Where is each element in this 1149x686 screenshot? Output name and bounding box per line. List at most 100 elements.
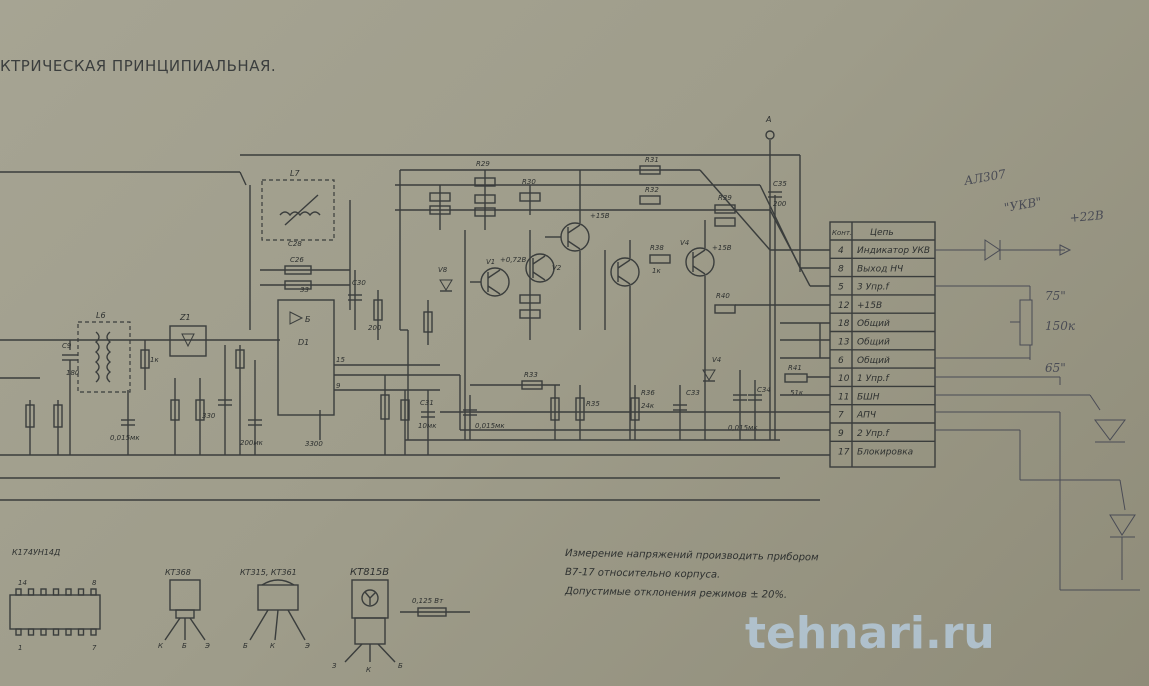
lower-middle: C31 10мк <box>380 375 437 455</box>
c30-r24: C30 200 <box>348 270 383 340</box>
table-row-name: Общий <box>857 319 890 329</box>
handwritten-r-top: 75" <box>1045 289 1066 303</box>
r28-r30: R29 R30 R31 R32 <box>429 156 661 230</box>
svg-text:10мк: 10мк <box>418 422 437 430</box>
table-row-pin: 8 <box>838 264 844 274</box>
table-header-circuit: Цепь <box>870 228 894 238</box>
ic-pin <box>40 628 47 636</box>
ic-pin <box>40 588 47 596</box>
table-row-pin: 18 <box>838 319 850 329</box>
svg-text:КТ315, КТ361: КТ315, КТ361 <box>240 568 297 577</box>
svg-text:R36: R36 <box>641 389 655 397</box>
svg-text:Допустимые отклонения режимов: Допустимые отклонения режимов ± 20%. <box>564 586 787 601</box>
svg-text:C9: C9 <box>62 342 72 350</box>
transistor-v1: V1 +0,72В <box>464 230 526 440</box>
svg-text:R30: R30 <box>522 178 536 186</box>
table-row-pin: 17 <box>838 447 850 457</box>
svg-text:З: З <box>332 662 337 670</box>
svg-text:Б: Б <box>182 642 187 650</box>
svg-text:R38: R38 <box>650 244 664 252</box>
svg-text:0,015мк: 0,015мк <box>728 424 758 432</box>
svg-text:0,015мк: 0,015мк <box>475 422 505 430</box>
svg-text:V8: V8 <box>438 266 448 274</box>
svg-text:C34: C34 <box>757 386 771 394</box>
svg-text:D1: D1 <box>298 338 309 347</box>
resistor-power-label: 0,125 Вт <box>400 597 470 617</box>
handwritten-r-bottom: 65" <box>1045 361 1066 375</box>
pinout-kt315: КТ315, КТ361 Б К Э <box>240 568 310 650</box>
svg-text:8: 8 <box>92 579 97 587</box>
page-title: КТРИЧЕСКАЯ ПРИНЦИПИАЛЬНАЯ. <box>0 57 276 75</box>
svg-text:0,015мк: 0,015мк <box>110 434 140 442</box>
svg-text:Б: Б <box>398 662 403 670</box>
svg-text:1к: 1к <box>150 356 159 364</box>
svg-text:+15В: +15В <box>712 244 732 252</box>
svg-text:Z1: Z1 <box>179 313 191 322</box>
svg-text:C35: C35 <box>773 180 787 188</box>
svg-text:24к: 24к <box>641 402 655 410</box>
svg-text:А: А <box>765 115 771 124</box>
svg-text:R29: R29 <box>476 160 490 168</box>
svg-text:Э: Э <box>204 642 210 650</box>
table-row-pin: 12 <box>838 301 850 311</box>
table-row-name: Блокировка <box>857 447 913 457</box>
diodes: V8 V4 <box>438 266 721 382</box>
ic-pin <box>77 588 85 596</box>
table-row-name: БШН <box>857 392 880 402</box>
svg-text:C26: C26 <box>290 256 304 264</box>
table-row-name: Индикатор УКВ <box>857 246 930 256</box>
table-row-pin: 9 <box>838 429 844 439</box>
ic-pin <box>52 628 60 636</box>
svg-text:9: 9 <box>336 382 341 390</box>
svg-text:R35: R35 <box>586 400 600 408</box>
ic-pin <box>90 628 97 636</box>
table-row-name: 3 Упр.f <box>857 283 891 293</box>
table-row-pin: 6 <box>838 356 844 366</box>
table-row-name: Общий <box>857 356 890 366</box>
svg-text:200: 200 <box>773 200 787 208</box>
svg-text:7: 7 <box>92 644 97 652</box>
svg-text:В7-17 относительно корпуса.: В7-17 относительно корпуса. <box>565 567 720 581</box>
ic-pin <box>77 628 85 636</box>
svg-text:33: 33 <box>300 286 309 294</box>
table-row-name: +15В <box>857 301 882 311</box>
handwritten-r-value: 150к <box>1045 319 1076 333</box>
svg-text:Б: Б <box>305 315 311 324</box>
svg-text:+0,72В: +0,72В <box>500 256 526 264</box>
input-passives: 1к 330 200мк 0,015мк <box>110 340 264 455</box>
svg-text:Измерение напряжений производи: Измерение напряжений производить приборо… <box>565 547 819 563</box>
svg-text:L6: L6 <box>96 311 106 320</box>
ic-pin <box>15 588 22 596</box>
pinout-kt815: КТ815В З К Б <box>332 567 403 674</box>
table-row-pin: 13 <box>838 338 850 348</box>
svg-text:V4: V4 <box>712 356 721 364</box>
svg-text:Э: Э <box>304 642 310 650</box>
svg-text:+15В: +15В <box>590 212 610 220</box>
ic-pin <box>27 628 35 636</box>
ic-pin <box>65 588 72 596</box>
table-row-name: 1 Упр.f <box>857 374 891 384</box>
table-header-contact: Конт. <box>832 229 852 237</box>
svg-text:R40: R40 <box>716 292 730 300</box>
ic-pin <box>65 628 72 636</box>
svg-text:К: К <box>366 666 372 674</box>
svg-text:КТ815В: КТ815В <box>350 567 389 578</box>
table-row-pin: 5 <box>838 283 844 293</box>
table-row-pin: 11 <box>838 392 849 402</box>
svg-text:51к: 51к <box>790 389 804 397</box>
table-row-pin: 10 <box>838 374 850 384</box>
table-row-name: Выход НЧ <box>857 264 903 274</box>
svg-text:Б: Б <box>243 642 248 650</box>
ic-pin <box>15 628 22 636</box>
connector-wires <box>440 169 830 456</box>
watermark: tehnari.ru <box>745 608 995 659</box>
svg-text:C28: C28 <box>288 240 302 248</box>
pinout-kt368: КТ368 К Б Э <box>158 568 210 650</box>
transistor-v4 <box>604 240 640 440</box>
svg-text:C31: C31 <box>420 399 434 407</box>
pinout-ic: К174УН14Д 14 8 1 7 <box>9 548 101 652</box>
svg-text:КТ368: КТ368 <box>165 568 191 577</box>
